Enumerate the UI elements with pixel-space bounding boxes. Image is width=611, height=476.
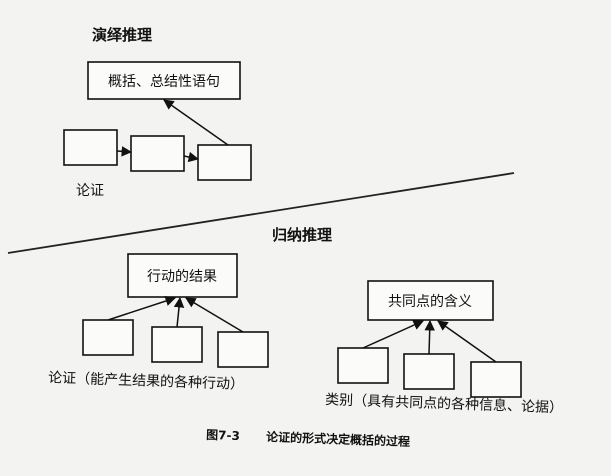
- actions-argument-label: 论证（能产生结果的各种行动）: [48, 370, 244, 393]
- inductive-title: 归纳推理: [272, 226, 332, 244]
- category-label: 类别（具有共同点的各种信息、论据）: [325, 391, 563, 416]
- arrow-action1-to-result: [107, 295, 176, 321]
- argument-box-3: [197, 144, 252, 181]
- category-box-1: [337, 347, 389, 384]
- common-meaning-label: 共同点的含义: [388, 294, 472, 310]
- arrow-category3-to-meaning: [437, 320, 497, 363]
- action-box-1: [82, 319, 134, 356]
- caption-text: 论证的形式决定概括的过程: [266, 429, 410, 449]
- arrow-category2-to-meaning: [424, 319, 435, 355]
- action-box-2: [151, 326, 203, 363]
- argument-box-1: [63, 129, 118, 166]
- figure-caption: 图7-3 论证的形式决定概括的过程: [206, 428, 410, 449]
- section-divider: [7, 172, 515, 254]
- common-meaning-box: 共同点的含义: [367, 280, 494, 321]
- arrow-box2-to-box3: [183, 151, 200, 163]
- arrow-action3-to-result: [185, 297, 244, 333]
- category-box-2: [403, 353, 455, 390]
- category-box-3: [470, 361, 522, 398]
- arrow-action2-to-result: [173, 296, 185, 328]
- arrow-box3-to-summary: [163, 99, 229, 146]
- deductive-title: 演绎推理: [92, 26, 152, 44]
- arrow-category1-to-meaning: [362, 320, 424, 349]
- summary-box-label: 概括、总结性语句: [108, 74, 220, 90]
- summary-box: 概括、总结性语句: [87, 61, 241, 100]
- arrow-box1-to-box2: [116, 146, 133, 157]
- action-box-3: [217, 331, 269, 368]
- actions-result-label: 行动的结果: [147, 269, 217, 285]
- caption-number: 图7-3: [206, 428, 240, 443]
- argument-box-2: [130, 135, 185, 172]
- actions-result-box: 行动的结果: [127, 253, 238, 298]
- argument-label: 论证: [76, 183, 104, 199]
